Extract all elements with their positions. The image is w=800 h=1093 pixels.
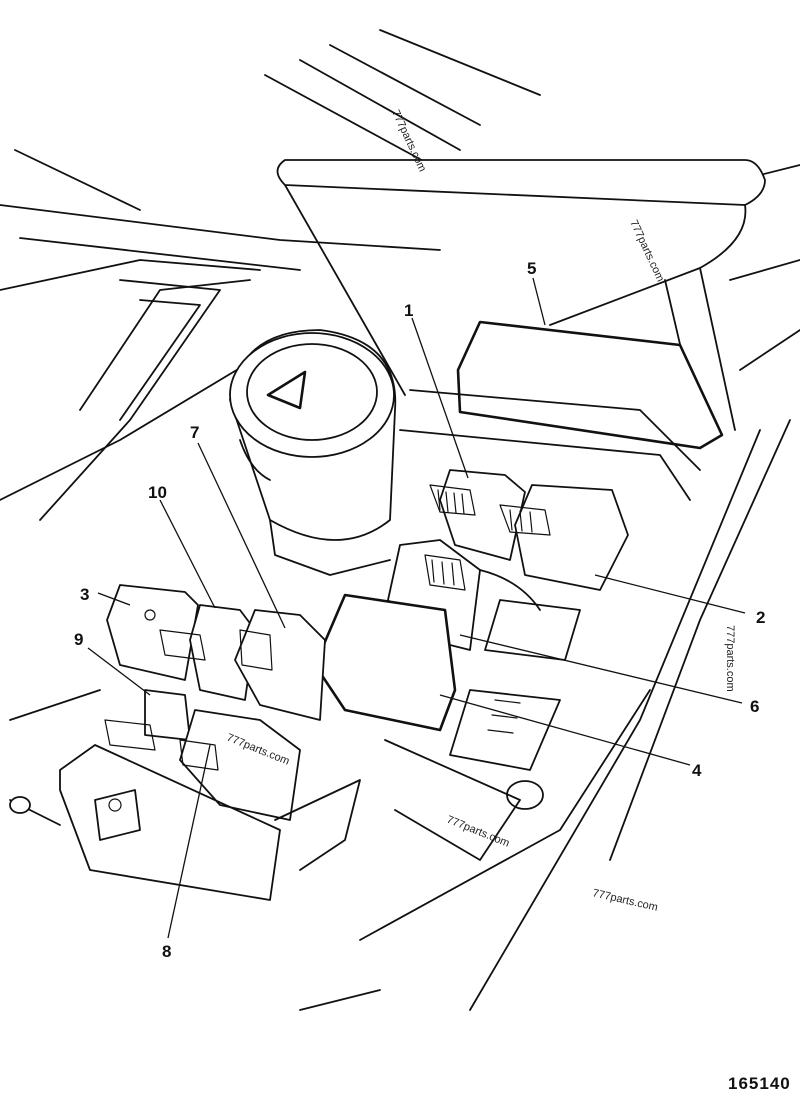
callout-9: 9 <box>74 630 83 649</box>
relay-7 <box>234 609 326 721</box>
relay-10 <box>159 604 256 701</box>
callout-5: 5 <box>527 259 536 278</box>
watermark-3: 777parts.com <box>724 625 736 692</box>
cab-structure <box>0 29 800 1011</box>
callout-6: 6 <box>750 697 759 716</box>
relay-8 <box>179 709 301 821</box>
callout-3: 3 <box>80 585 89 604</box>
callout-10: 10 <box>148 483 167 502</box>
lower-bracket <box>9 744 361 901</box>
relay-2 <box>499 484 629 591</box>
figure-reference-number: 165140 <box>728 1074 791 1093</box>
callout-2: 2 <box>756 608 765 627</box>
callout-1: 1 <box>404 301 413 320</box>
cylindrical-unit <box>229 329 397 576</box>
watermark-6: 777parts.com <box>591 887 659 914</box>
leader-lines <box>87 277 746 939</box>
watermark-2: 777parts.com <box>627 218 666 283</box>
relay-9 <box>104 689 191 751</box>
callout-4: 4 <box>692 761 702 780</box>
fuse-sockets <box>384 599 581 861</box>
callout-7: 7 <box>190 423 199 442</box>
relay-1 <box>429 469 526 561</box>
relay-6 <box>387 539 541 651</box>
relay-5 <box>399 320 724 501</box>
callout-8: 8 <box>162 942 171 961</box>
relay-4 <box>313 593 457 732</box>
